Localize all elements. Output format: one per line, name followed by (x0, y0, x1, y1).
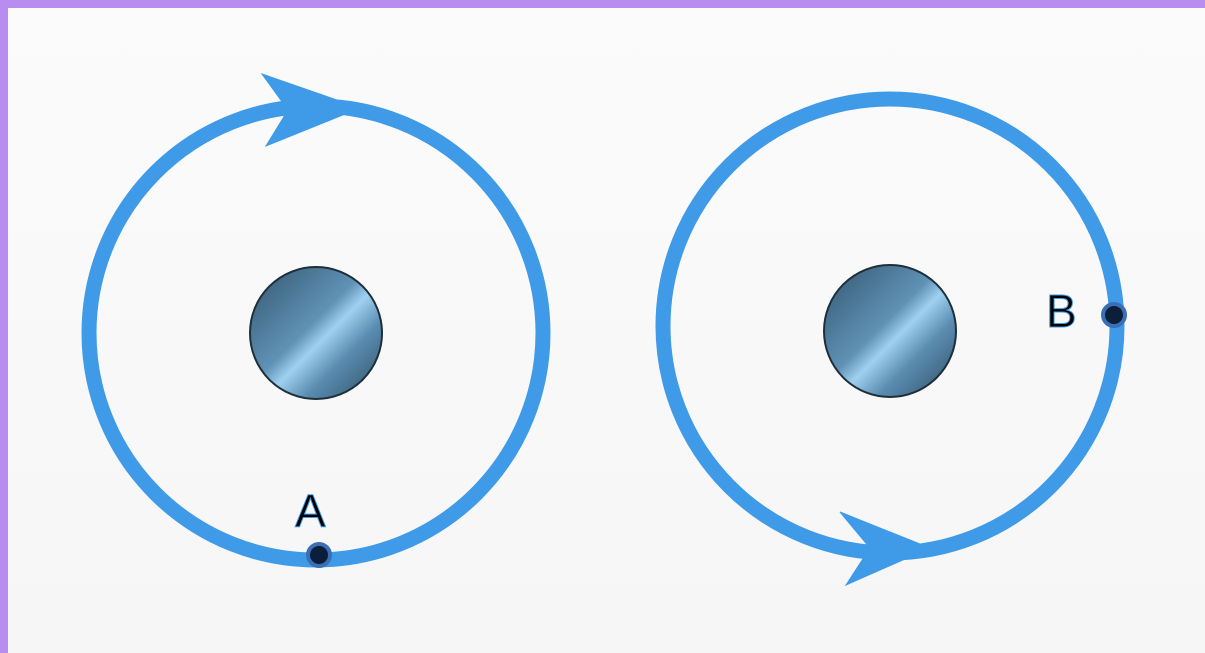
figure-left: A (81, 73, 551, 568)
central-body-right (823, 264, 957, 398)
figure-right: B (655, 91, 1127, 587)
top-border (0, 0, 1205, 8)
left-border (0, 0, 8, 653)
point-b-marker (1101, 302, 1127, 328)
direction-arrow-right-icon (839, 511, 932, 587)
point-a-label: A (295, 485, 326, 537)
paper-background (8, 8, 1205, 653)
point-b-label: B (1046, 285, 1077, 337)
central-body-left (249, 266, 383, 400)
direction-arrow-left-icon (260, 73, 362, 148)
point-a-marker (306, 542, 332, 568)
